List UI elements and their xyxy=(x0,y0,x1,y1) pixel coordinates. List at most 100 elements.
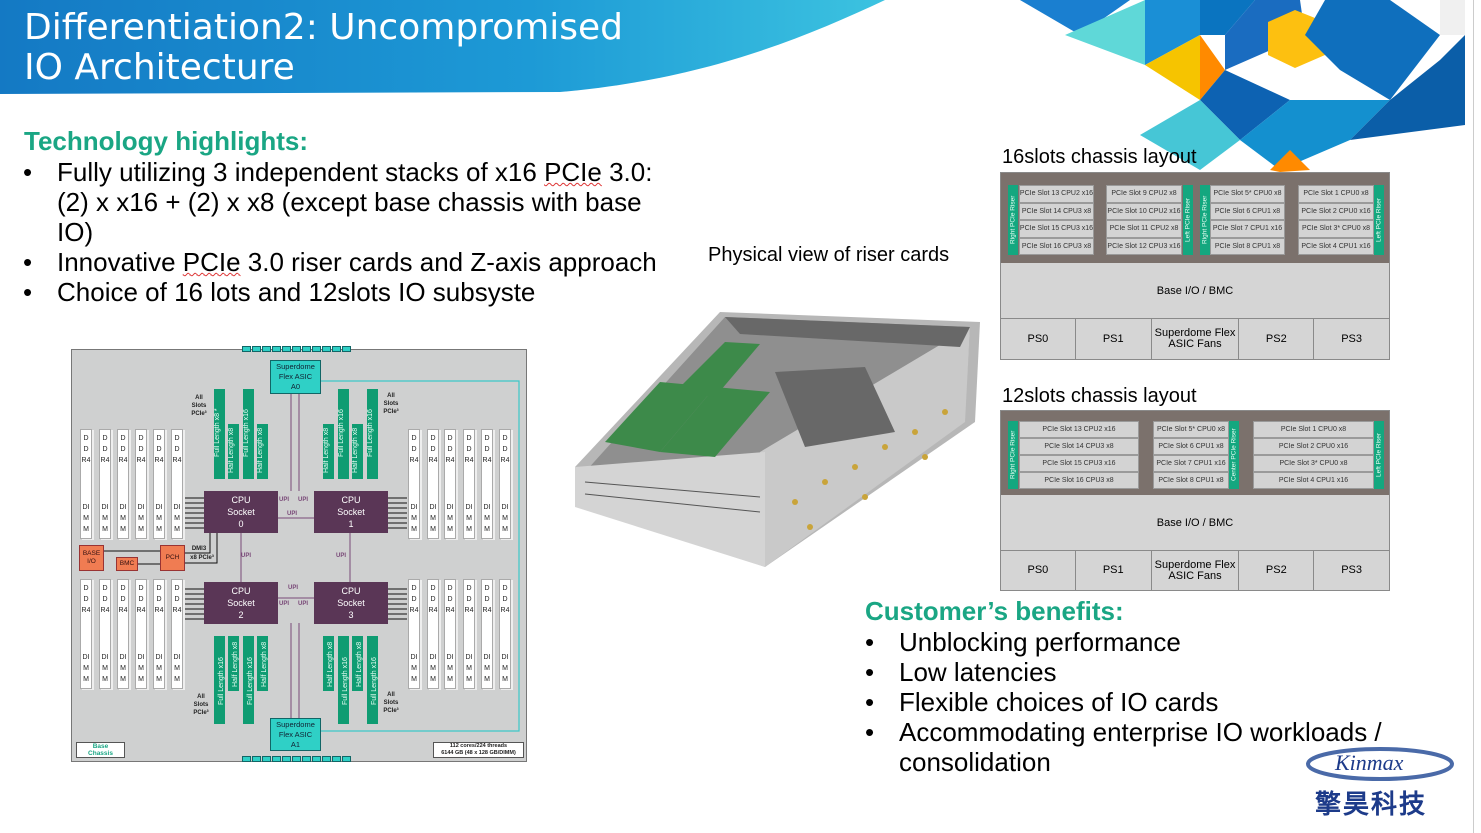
riser-card: Center PCIe Riser xyxy=(1229,421,1239,489)
title-line-1: Differentiation2: Uncompromised xyxy=(24,7,624,48)
technology-bullet: Choice of 16 lots and 12slots IO subsyst… xyxy=(23,277,677,307)
top-connector-pin xyxy=(262,346,271,352)
riser-card: Right PCIe Riser xyxy=(1008,185,1018,255)
superdome-asic-a1: Superdome Flex ASIC A1 xyxy=(270,718,321,751)
power-supply-ps0: PS0 xyxy=(1001,551,1076,590)
dimm-label: DIMM xyxy=(410,654,418,683)
pcie-slot: PCIe Slot 13 CPU2 x16 xyxy=(1019,185,1094,203)
pcie-slot: PCIe Slot 14 CPU3 x8 xyxy=(1019,202,1094,220)
riser-card: Right PCIe Riser xyxy=(1008,421,1018,489)
bottom-connector-pin xyxy=(332,756,341,762)
dimm-label: DIMM xyxy=(82,654,90,683)
bottom-connector-pin xyxy=(322,756,331,762)
dimm-label: DIMM xyxy=(119,504,127,533)
kinmax-logo: Kinmax 擎昊科技 xyxy=(1305,744,1455,820)
dimm-label: DDR4 xyxy=(118,585,128,614)
all-slots-label: All Slots PCIe³ xyxy=(191,395,207,417)
pcie-slot: PCIe Slot 9 CPU2 x8 xyxy=(1106,185,1182,203)
dimm-label: DIMM xyxy=(82,504,90,533)
cpu-socket-3: CPU Socket 3 xyxy=(314,582,388,624)
pcie-slot: PCIe Slot 4 CPU1 x16 xyxy=(1253,472,1374,489)
dimm-label: DIMM xyxy=(137,504,145,533)
dimm-label: DDR4 xyxy=(409,435,419,464)
cpu-socket-2: CPU Socket 2 xyxy=(204,582,278,624)
upi-label: UPI xyxy=(288,585,299,591)
photo-caption: Physical view of riser cards xyxy=(708,244,950,266)
dimm-label: DDR4 xyxy=(500,585,510,614)
top-connector-pin xyxy=(292,346,301,352)
pcie-slot: PCIe Slot 7 CPU1 x16 xyxy=(1153,455,1229,472)
upi-label: UPI xyxy=(298,601,309,607)
dimm-label: DDR4 xyxy=(482,435,492,464)
dimm-label: DIMM xyxy=(483,654,491,683)
bottom-connector-pin xyxy=(242,756,251,762)
pcie-slot: PCIe Slot 11 CPU2 x8 xyxy=(1106,220,1182,238)
bottom-connector-pin xyxy=(252,756,261,762)
upi-label: UPI xyxy=(298,497,309,503)
top-connector-pin xyxy=(322,346,331,352)
bottom-connector-pin xyxy=(292,756,301,762)
pcie-slot: PCIe Slot 5* CPU0 x8 xyxy=(1210,185,1285,203)
power-supply-ps1: PS1 xyxy=(1076,319,1152,359)
header-banner xyxy=(0,0,1465,172)
pcie-slot: PCIe Slot 1 CPU0 x8 xyxy=(1298,185,1374,203)
dimm-label: DIMM xyxy=(446,654,454,683)
bullet-text-underlined: PCIe xyxy=(182,247,241,277)
pcie-slot: PCIe Slot 4 CPU1 x16 xyxy=(1298,237,1374,255)
bottom-connector-pin xyxy=(302,756,311,762)
pcie-slot: Full Length x16 xyxy=(367,636,378,724)
dimm-label: DDR4 xyxy=(445,435,455,464)
dimm-label: DDR4 xyxy=(81,435,91,464)
bullet-text: 3.0 riser cards and Z-axis approach xyxy=(240,247,657,277)
slide-edge xyxy=(1473,0,1481,833)
power-supply-ps0: PS0 xyxy=(1001,319,1076,359)
dimm-label: DDR4 xyxy=(464,435,474,464)
geometric-decoration xyxy=(1020,0,1465,172)
title-line-2: IO Architecture xyxy=(24,47,295,88)
dimm-label: DDR4 xyxy=(464,585,474,614)
dimm-label: DIMM xyxy=(173,504,181,533)
pcie-slot: PCIe Slot 6 CPU1 x8 xyxy=(1210,202,1285,220)
upi-label: UPI xyxy=(241,553,252,559)
pcie-slot: PCIe Slot 2 CPU0 x16 xyxy=(1253,438,1374,455)
power-supply-ps1: PS1 xyxy=(1076,551,1152,590)
dimm-label: DDR4 xyxy=(172,585,182,614)
pcie-slot: Half Length x8 xyxy=(352,424,363,479)
pcie-slot: PCIe Slot 16 CPU3 x8 xyxy=(1019,472,1139,489)
benefit-bullet: Flexible choices of IO cards xyxy=(865,687,1439,717)
pcie-slot: PCIe Slot 6 CPU1 x8 xyxy=(1153,438,1229,455)
bottom-connector-pin xyxy=(312,756,321,762)
pcie-slot: PCIe Slot 16 CPU3 x8 xyxy=(1019,237,1094,255)
technology-bullets: Fully utilizing 3 independent stacks of … xyxy=(23,157,677,307)
pcie-slot: Full Length x16 xyxy=(214,636,225,724)
slide-title: Differentiation2: Uncompromised IO Archi… xyxy=(24,8,623,88)
dimm-label: DIMM xyxy=(101,654,109,683)
bmc-block: BMC xyxy=(116,557,138,571)
architecture-block-diagram: Superdome Flex ASIC A0 Superdome Flex ASI… xyxy=(71,346,527,762)
superdome-asic-a0: Superdome Flex ASIC A0 xyxy=(270,360,321,394)
upi-label: UPI xyxy=(279,497,290,503)
dimm-label: DIMM xyxy=(465,504,473,533)
pcie-slot: Half Length x8 xyxy=(323,424,334,479)
dimm-label: DDR4 xyxy=(409,585,419,614)
benefits-bullets: Unblocking performanceLow latenciesFlexi… xyxy=(865,627,1439,777)
cpu-socket-1: CPU Socket 1 xyxy=(314,491,388,533)
technology-heading: Technology highlights: xyxy=(24,126,309,156)
power-supply-ps2: PS2 xyxy=(1239,551,1315,590)
dimm-label: DDR4 xyxy=(118,435,128,464)
dimm-label: DDR4 xyxy=(81,585,91,614)
pcie-slot: PCIe Slot 13 CPU2 x16 xyxy=(1019,421,1139,438)
dimm-label: DDR4 xyxy=(445,585,455,614)
pcie-slot: Half Length x8 xyxy=(323,636,334,691)
riser-card: Right PCIe Riser xyxy=(1200,185,1210,255)
interconnect-lines xyxy=(104,380,520,732)
dimm-label: DIMM xyxy=(119,654,127,683)
